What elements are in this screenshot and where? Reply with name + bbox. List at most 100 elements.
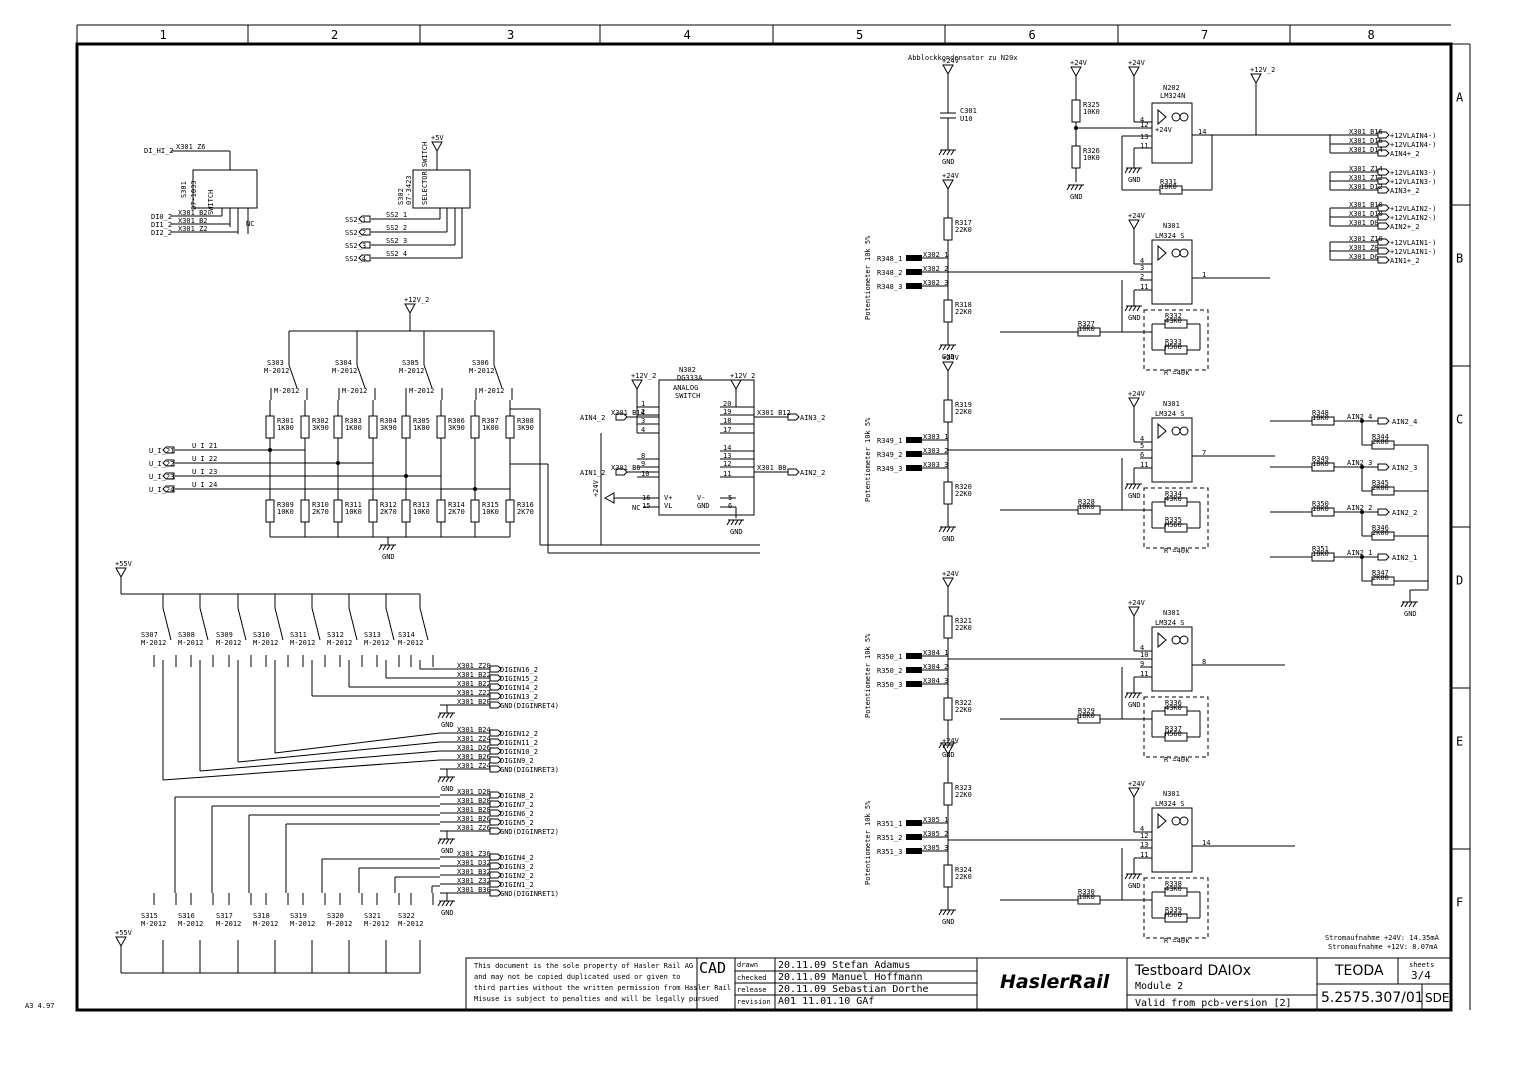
digin-net-label: DIGIN8_2 [500,792,534,800]
pot-conn: X303 3 [923,461,948,469]
connector-icon [489,729,502,737]
resistor-ref: R309 [277,501,294,509]
drawn-value: 20.11.09 Stefan Adamus [778,960,910,971]
pot-pad [906,255,922,261]
resistor-value: 1K00 [413,424,430,432]
gnd-label: GND [441,721,454,729]
digin-net-label: DIGIN11_2 [500,739,538,747]
decoupling-note: Abblockkondensator zu N20x [908,54,1018,62]
release-key: release [737,986,767,994]
connector-icon [489,756,502,764]
junction-dot [404,474,408,478]
adc-switch-ref: S305 [402,359,419,367]
n302-pin: 14 [723,444,731,452]
resistor-value: 10K0 [1078,712,1095,720]
digin-conn: X301 D28 [457,788,491,796]
resistor-value: 22K0 [955,490,972,498]
x301-pin: X301 Z8 [1349,244,1379,252]
connector-icon [1377,131,1390,139]
ss-net-label: SS2_3 [345,242,366,250]
junction-dot [1360,555,1364,559]
supply-arrow-icon [1250,73,1262,85]
opamp-icon [1157,244,1167,262]
gnd-label: GND [1128,314,1141,322]
sheets-label: sheets [1409,961,1434,969]
digin-net-label: DIGIN13_2 [500,693,538,701]
resistor-ref: R322 [955,699,972,707]
gnd-label: GND [1128,176,1141,184]
digital-input-block: +55VS307M-2012S308M-2012S309M-2012S310M-… [115,560,559,974]
digin-net-label: DIGIN2_2 [500,872,534,880]
connector-icon [489,853,502,861]
digin-conn: X301 B20 [457,698,491,706]
resistor-ref: R326 [1083,147,1100,155]
connector-icon [489,880,502,888]
sheet-format: A3 4.97 [25,1002,55,1010]
resistor-ref: R316 [517,501,534,509]
row-label: C [1456,413,1463,427]
feedback-note: R'=40k [1164,937,1190,945]
connector-icon [358,228,371,236]
ss-wire-label: SS2_2 [386,224,407,232]
connector-icon [1377,186,1390,194]
resistor-ref: R333 [1165,338,1182,346]
s301-ref: S301 [180,181,188,198]
connector-icon [1377,463,1390,471]
connector-icon [489,791,502,799]
project-code: TEODA [1334,963,1384,979]
n302-out-pin: X301 B8 [757,464,787,472]
resistor-value: 22K0 [955,408,972,416]
supply-label: +24V [1070,59,1088,67]
connector-icon [489,765,502,773]
n301-pin: 9 [1140,660,1144,668]
resistor-value: M560 [1165,343,1182,351]
resistor-value: 10K0 [345,508,362,516]
connector-icon [1377,168,1390,176]
resistor-value: 1K00 [277,424,294,432]
divider-net: AIN2_1 [1347,549,1372,557]
column-label: 1 [160,28,167,42]
pot-pad [906,451,922,457]
pot-conn: X304 1 [923,649,948,657]
pot-pin: R350_3 [877,681,902,689]
connector-icon [358,241,371,249]
n302-pin: 17 [723,426,731,434]
pot-conn: X303 2 [923,447,948,455]
supply-label: +24V [942,172,960,180]
connector-icon [489,809,502,817]
n301-pin: 11 [1140,670,1148,678]
di-pin-label: X301 B2 [178,217,208,225]
feedback-box [1143,309,1209,371]
valid-note: Valid from pcb-version [2] [1135,998,1292,1009]
s302-part: 07-3423 [405,175,413,205]
connector-icon [489,674,502,682]
opamp-icon [1157,422,1167,440]
digin-conn: X301 B28 [457,797,491,805]
n302-pin: 3 [641,417,645,425]
digin-conn: X301 B32 [457,868,491,876]
resistor-ref: R331 [1160,178,1177,186]
resistor-ref: R320 [955,483,972,491]
resistor-ref: R304 [380,417,397,425]
n301-part: LM324_S [1155,410,1185,418]
row-label: F [1456,896,1463,910]
pot-pad [906,820,922,826]
junction-dot [336,461,340,465]
supply-arrow-icon [1070,66,1082,78]
connector-icon [162,459,175,467]
resistor-ref: R346 [1372,524,1389,532]
resistor-value: 2K00 [1372,574,1389,582]
n301-pin: 3 [1140,264,1144,272]
connector-icon [1377,149,1390,157]
pot-pin: R349_1 [877,437,902,445]
resistor-ref: R307 [482,417,499,425]
ss-wire-label: SS2_1 [386,211,407,219]
n302-out-pin: X301 B12 [757,409,791,417]
supply-label: +24V [942,354,960,362]
n301-part: LM324_S [1155,232,1185,240]
column-label: 8 [1368,28,1375,42]
dig-switch-part: M-2012 [327,639,352,647]
supply-arrow-icon [1128,606,1140,618]
opamp-icon [1171,816,1181,826]
